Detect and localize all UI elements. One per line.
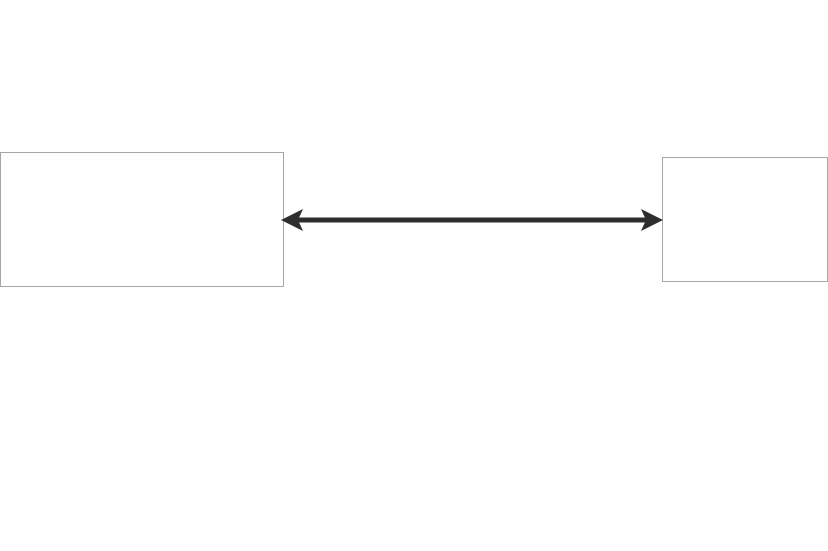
arrowhead-left-icon <box>281 209 303 231</box>
node-left-box[interactable] <box>0 152 284 287</box>
arrowhead-right-icon <box>641 209 663 231</box>
double-arrow-connector[interactable] <box>280 206 664 234</box>
node-right-box[interactable] <box>662 157 828 282</box>
